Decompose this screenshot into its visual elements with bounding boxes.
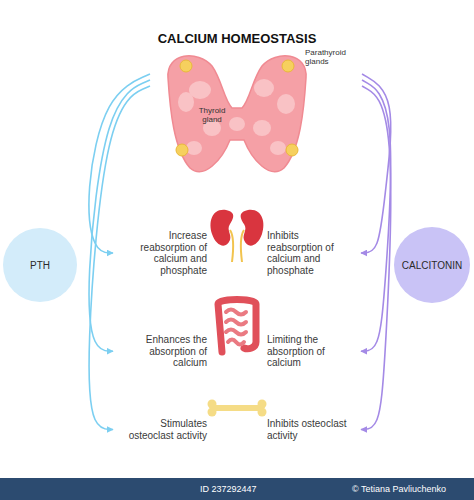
- thyroid-region: Parathyroid glandsThyroid gland: [150, 44, 362, 180]
- bone-end: [258, 400, 267, 409]
- hormone-circle: PTH: [3, 228, 77, 302]
- hormone-arrow: [361, 86, 391, 430]
- effect-text: Enhances the absorption of calcium: [117, 334, 207, 369]
- organ-effect-row: Enhances the absorption of calcium Limiti…: [113, 330, 361, 373]
- hormone-arrow: [89, 74, 150, 253]
- thyroid-cell: [270, 141, 286, 155]
- parathyroid-gland: [180, 60, 192, 72]
- parathyroid-gland: [176, 144, 188, 156]
- thyroid-cell: [253, 120, 271, 136]
- small-intestine: [226, 310, 246, 345]
- parathyroid-gland: [286, 144, 298, 156]
- intestine-illustration: [218, 300, 256, 353]
- kidney: [241, 210, 264, 246]
- bone-end: [208, 408, 217, 417]
- bone-illustration: [208, 400, 267, 417]
- watermark-text: ID 237292447: [200, 484, 257, 494]
- watermark-bar: [0, 478, 474, 500]
- thyroid-cell: [178, 92, 194, 112]
- bone-end: [258, 408, 267, 417]
- hormone-arrow: [361, 74, 391, 253]
- thyroid-cell: [229, 117, 245, 131]
- kidney: [211, 210, 234, 246]
- bone-end: [208, 400, 217, 409]
- hormone-circle: CALCITONIN: [394, 227, 470, 303]
- kidney-illustration: [211, 210, 264, 262]
- ureter: [241, 230, 244, 262]
- ureter: [230, 230, 233, 262]
- diagram-title: CALCIUM HOMEOSTASIS: [0, 31, 474, 46]
- hormone-arrow: [89, 86, 150, 430]
- effect-text: Limiting the absorption of calcium: [267, 334, 357, 369]
- thyroid-cell: [277, 94, 295, 114]
- effect-text: Inhibits reabsorption of calcium and pho…: [267, 230, 357, 276]
- effect-text: Inhibits osteoclast activity: [267, 418, 357, 441]
- bone-shaft: [214, 405, 260, 411]
- organ-effect-row: Stimulates osteoclast activity Inhibits o…: [113, 414, 361, 445]
- hormone-name: CALCITONIN: [402, 260, 462, 271]
- thyroid-cell: [186, 141, 202, 155]
- effect-text: Stimulates osteoclast activity: [117, 418, 207, 441]
- organ-label: Parathyroid glands: [305, 48, 357, 66]
- organ-label: Thyroid gland: [190, 106, 234, 124]
- hormone-name: PTH: [30, 260, 50, 271]
- thyroid-cell: [254, 79, 274, 97]
- thyroid-illustration: [168, 56, 306, 172]
- parathyroid-gland: [282, 60, 294, 72]
- thyroid-gland: [168, 56, 306, 172]
- organ-effect-row: Increase reabsorption of calcium and pho…: [113, 226, 361, 280]
- large-intestine: [218, 300, 256, 353]
- watermark-text: © Tetiana Pavliuchenko: [352, 484, 446, 494]
- effect-text: Increase reabsorption of calcium and pho…: [117, 230, 207, 276]
